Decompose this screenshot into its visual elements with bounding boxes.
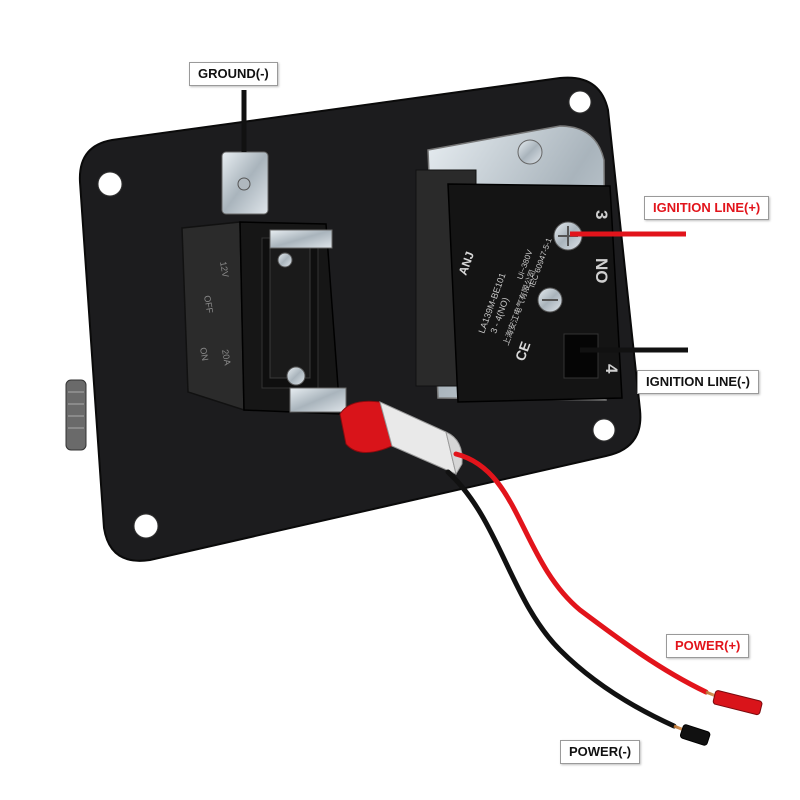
contact-type-label: NO <box>592 258 611 284</box>
mount-hole-bottom-left <box>133 513 159 539</box>
toggle-amp-text: 20A <box>220 349 233 367</box>
switch-shaft <box>65 379 87 451</box>
power-neg-label: POWER(-) <box>560 740 641 764</box>
toggle-switch: OFF 12V ON 20A <box>181 151 347 415</box>
power-wires <box>445 451 763 746</box>
toggle-off-text: OFF <box>202 295 215 315</box>
ground-label: GROUND(-) <box>189 62 278 86</box>
power-pos-label: POWER(+) <box>666 634 750 658</box>
ignition-pos-label: IGNITION LINE(+) <box>644 196 770 220</box>
power-terminal <box>289 387 347 413</box>
ignition-neg-label: IGNITION LINE(-) <box>637 370 759 394</box>
mount-hole-top-left <box>97 171 123 197</box>
ce-mark: CE <box>512 339 534 363</box>
power-pos-wire <box>453 451 709 695</box>
pointer-lines <box>241 90 688 353</box>
cable-sleeve <box>339 400 463 476</box>
power-neg-wire <box>445 469 677 729</box>
ignition-neg-terminal <box>563 333 599 379</box>
power-neg-crimp <box>679 724 711 746</box>
mount-hole-bottom-right <box>592 418 616 442</box>
contact-block: 3 NO 4 ANJ LA139M-BE101 3 - 4(NO) 上海安江电气… <box>415 125 623 403</box>
terminal-3-label: 3 <box>592 210 611 219</box>
terminal-4-label: 4 <box>602 364 621 374</box>
toggle-on-text: ON <box>198 347 210 362</box>
toggle-volt-text: 12V <box>218 261 231 279</box>
mount-hole-top-right <box>568 90 592 114</box>
power-pos-crimp <box>712 690 763 716</box>
